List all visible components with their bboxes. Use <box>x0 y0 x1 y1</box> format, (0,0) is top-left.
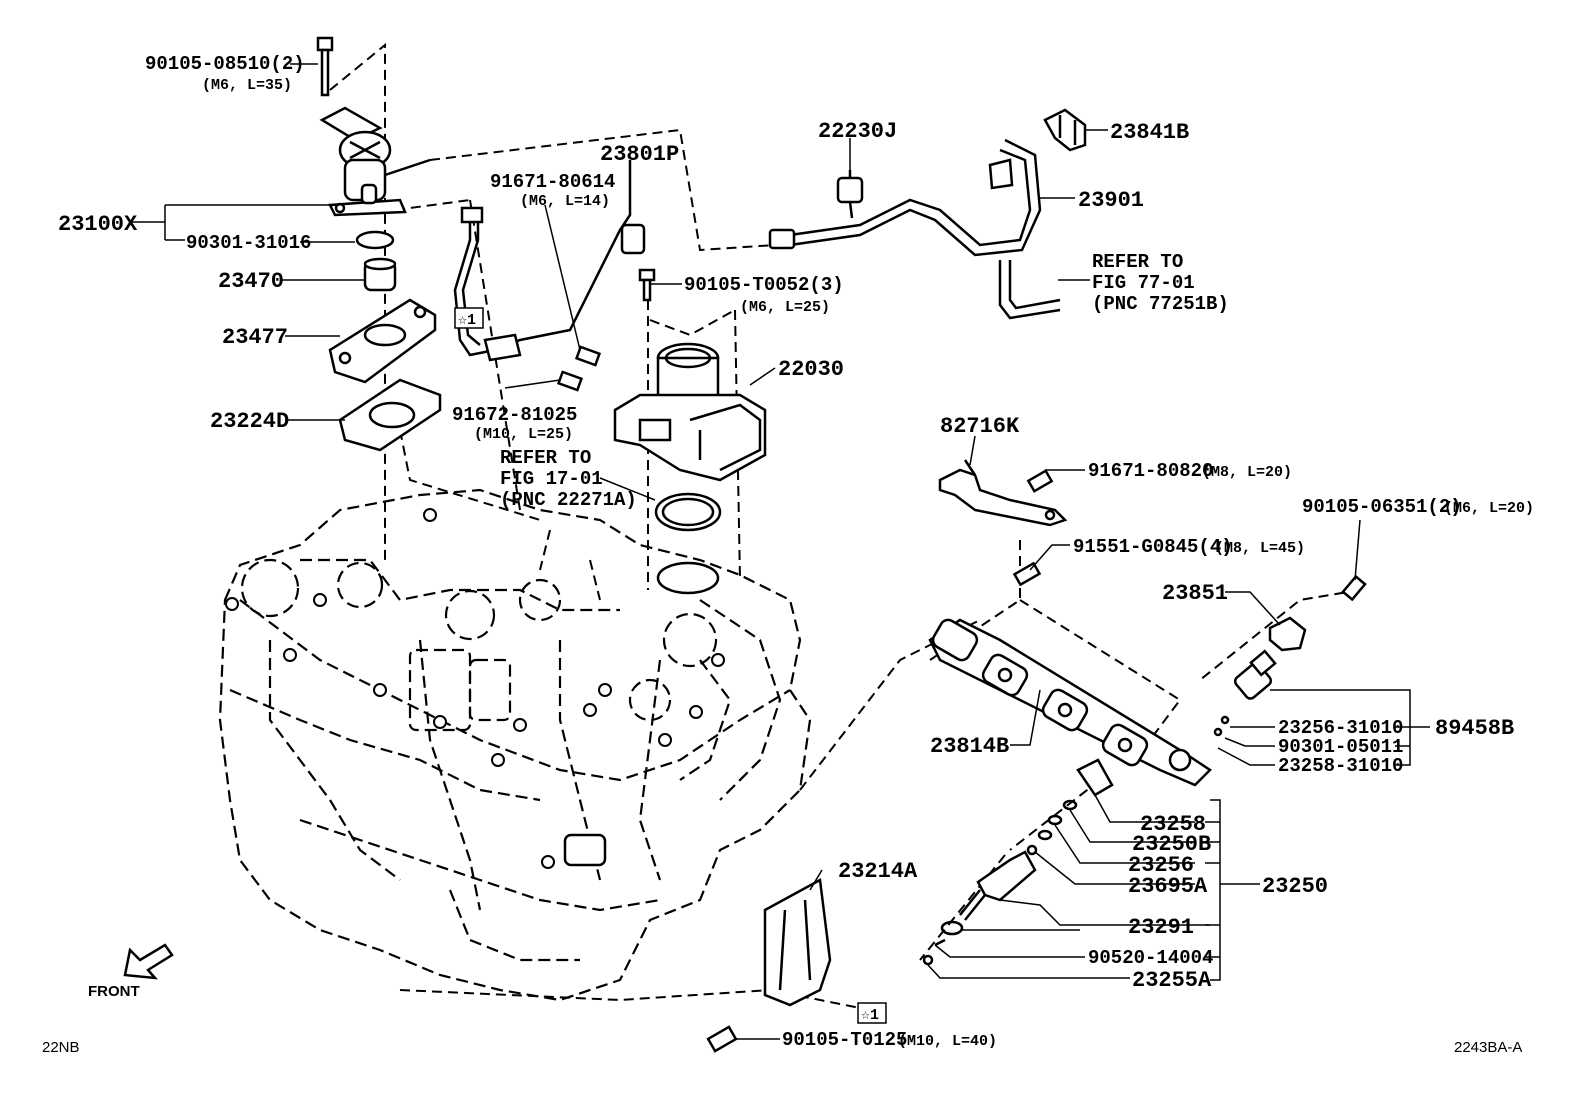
label-refer-17-line2: FIG 17-01 <box>500 468 603 490</box>
label-90105-T0125: 90105-T0125 <box>782 1029 907 1051</box>
label-23477: 23477 <box>222 325 288 350</box>
label-23901: 23901 <box>1078 188 1144 213</box>
label-90105-08510: 90105-08510(2) <box>145 53 305 75</box>
lifter-23470 <box>363 257 397 292</box>
label-91671-80820-spec: (M8, L=20) <box>1202 464 1292 481</box>
label-23814B: 23814B <box>930 734 1009 759</box>
gasket-23224D <box>338 378 442 452</box>
label-23224D: 23224D <box>210 409 289 434</box>
label-23214A: 23214A <box>838 859 918 884</box>
bolt-91672-81025 <box>556 370 584 392</box>
label-90105-T0052-spec: (M6, L=25) <box>740 299 830 316</box>
bracket-82716K <box>938 459 1068 527</box>
label-91551-G0845-spec: (M8, L=45) <box>1215 540 1305 557</box>
label-23100X: 23100X <box>58 212 138 237</box>
hose-23901 <box>768 138 1061 320</box>
label-23258-31010: 23258-31010 <box>1278 755 1403 777</box>
bolt-90105-08510 <box>316 36 334 97</box>
fuel-rail-23814B <box>928 618 1212 787</box>
label-82716K: 82716K <box>940 414 1020 439</box>
label-23695A: 23695A <box>1128 874 1208 899</box>
fuel-pipe-23801P <box>453 160 646 362</box>
label-91671-80614: 91671-80614 <box>490 171 615 193</box>
leader-lines <box>132 63 1430 1040</box>
label-23256-31010: 23256-31010 <box>1278 717 1403 739</box>
label-89458B: 89458B <box>1435 716 1514 741</box>
label-91551-G0845: 91551-G0845(4) <box>1073 536 1233 558</box>
bolt-91671-80820 <box>1026 469 1054 493</box>
label-23841B: 23841B <box>1110 120 1189 145</box>
label-90105-T0052: 90105-T0052(3) <box>684 274 844 296</box>
connector-22230J <box>836 170 864 219</box>
label-refer-17-line1: REFER TO <box>500 447 591 469</box>
label-22230J: 22230J <box>818 119 897 144</box>
label-91671-80614-spec: (M6, L=14) <box>520 193 610 210</box>
label-90301-05011: 90301-05011 <box>1278 736 1403 758</box>
label-refer-77-line2: FIG 77-01 <box>1092 272 1195 294</box>
plate-23851 <box>1268 616 1307 652</box>
label-91672-81025: 91672-81025 <box>452 404 577 426</box>
star-label-1: ☆1 <box>458 312 476 329</box>
engine-block <box>218 488 812 1002</box>
code-left: 22NB <box>42 1039 80 1056</box>
label-90520-14004: 90520-14004 <box>1088 947 1213 969</box>
star-label-2: ☆1 <box>861 1007 879 1024</box>
label-refer-77-line1: REFER TO <box>1092 251 1183 273</box>
star-box-1 <box>454 307 484 329</box>
label-22030: 22030 <box>778 357 844 382</box>
fuel-pump-23100X <box>319 106 431 217</box>
label-23255A: 23255A <box>1132 968 1212 993</box>
label-23256: 23256 <box>1128 853 1194 878</box>
bolt-90105-06351 <box>1341 574 1367 602</box>
o-ring-90301-31016 <box>355 230 395 250</box>
housing-23477 <box>328 298 437 384</box>
bolt-91551-G0845 <box>1012 561 1042 587</box>
label-23250B: 23250B <box>1132 832 1211 857</box>
front-label: FRONT <box>88 983 140 1000</box>
label-refer-17-line3: (PNC 22271A) <box>500 489 637 511</box>
label-refer-77-line3: (PNC 77251B) <box>1092 293 1229 315</box>
label-23258: 23258 <box>1140 812 1206 837</box>
part-labels: 90105-08510(2) (M6, L=35) 23100X 90301-3… <box>42 53 1534 1056</box>
star-box-2 <box>857 1002 887 1024</box>
bolt-90105-T0125 <box>706 1025 738 1053</box>
label-23801P: 23801P <box>600 142 679 167</box>
bolt-91671-80614 <box>574 345 602 367</box>
pressure-sensor-89458B <box>1213 649 1277 737</box>
label-90301-31016: 90301-31016 <box>186 232 311 254</box>
insulator-23214A <box>763 878 832 1007</box>
gasket-inner <box>661 497 715 527</box>
label-23470: 23470 <box>218 269 284 294</box>
label-90105-08510-spec: (M6, L=35) <box>202 77 292 94</box>
bolt-90105-T0052 <box>638 268 656 302</box>
front-arrow-icon <box>123 943 174 980</box>
injector-23250 <box>922 758 1114 966</box>
label-23851: 23851 <box>1162 581 1228 606</box>
label-91671-80820: 91671-80820 <box>1088 460 1213 482</box>
label-90105-06351: 90105-06351(2) <box>1302 496 1462 518</box>
label-91672-81025-spec: (M10, L=25) <box>474 426 573 443</box>
clip-23841B <box>1043 108 1087 152</box>
throttle-body-22030 <box>613 342 767 482</box>
code-right: 2243BA-A <box>1454 1039 1522 1056</box>
label-90105-T0125-spec: (M10, L=40) <box>898 1033 997 1050</box>
label-90105-06351-spec: (M6, L=20) <box>1444 500 1534 517</box>
intake-ring <box>656 561 720 595</box>
label-23291: 23291 <box>1128 915 1194 940</box>
label-23250: 23250 <box>1262 874 1328 899</box>
